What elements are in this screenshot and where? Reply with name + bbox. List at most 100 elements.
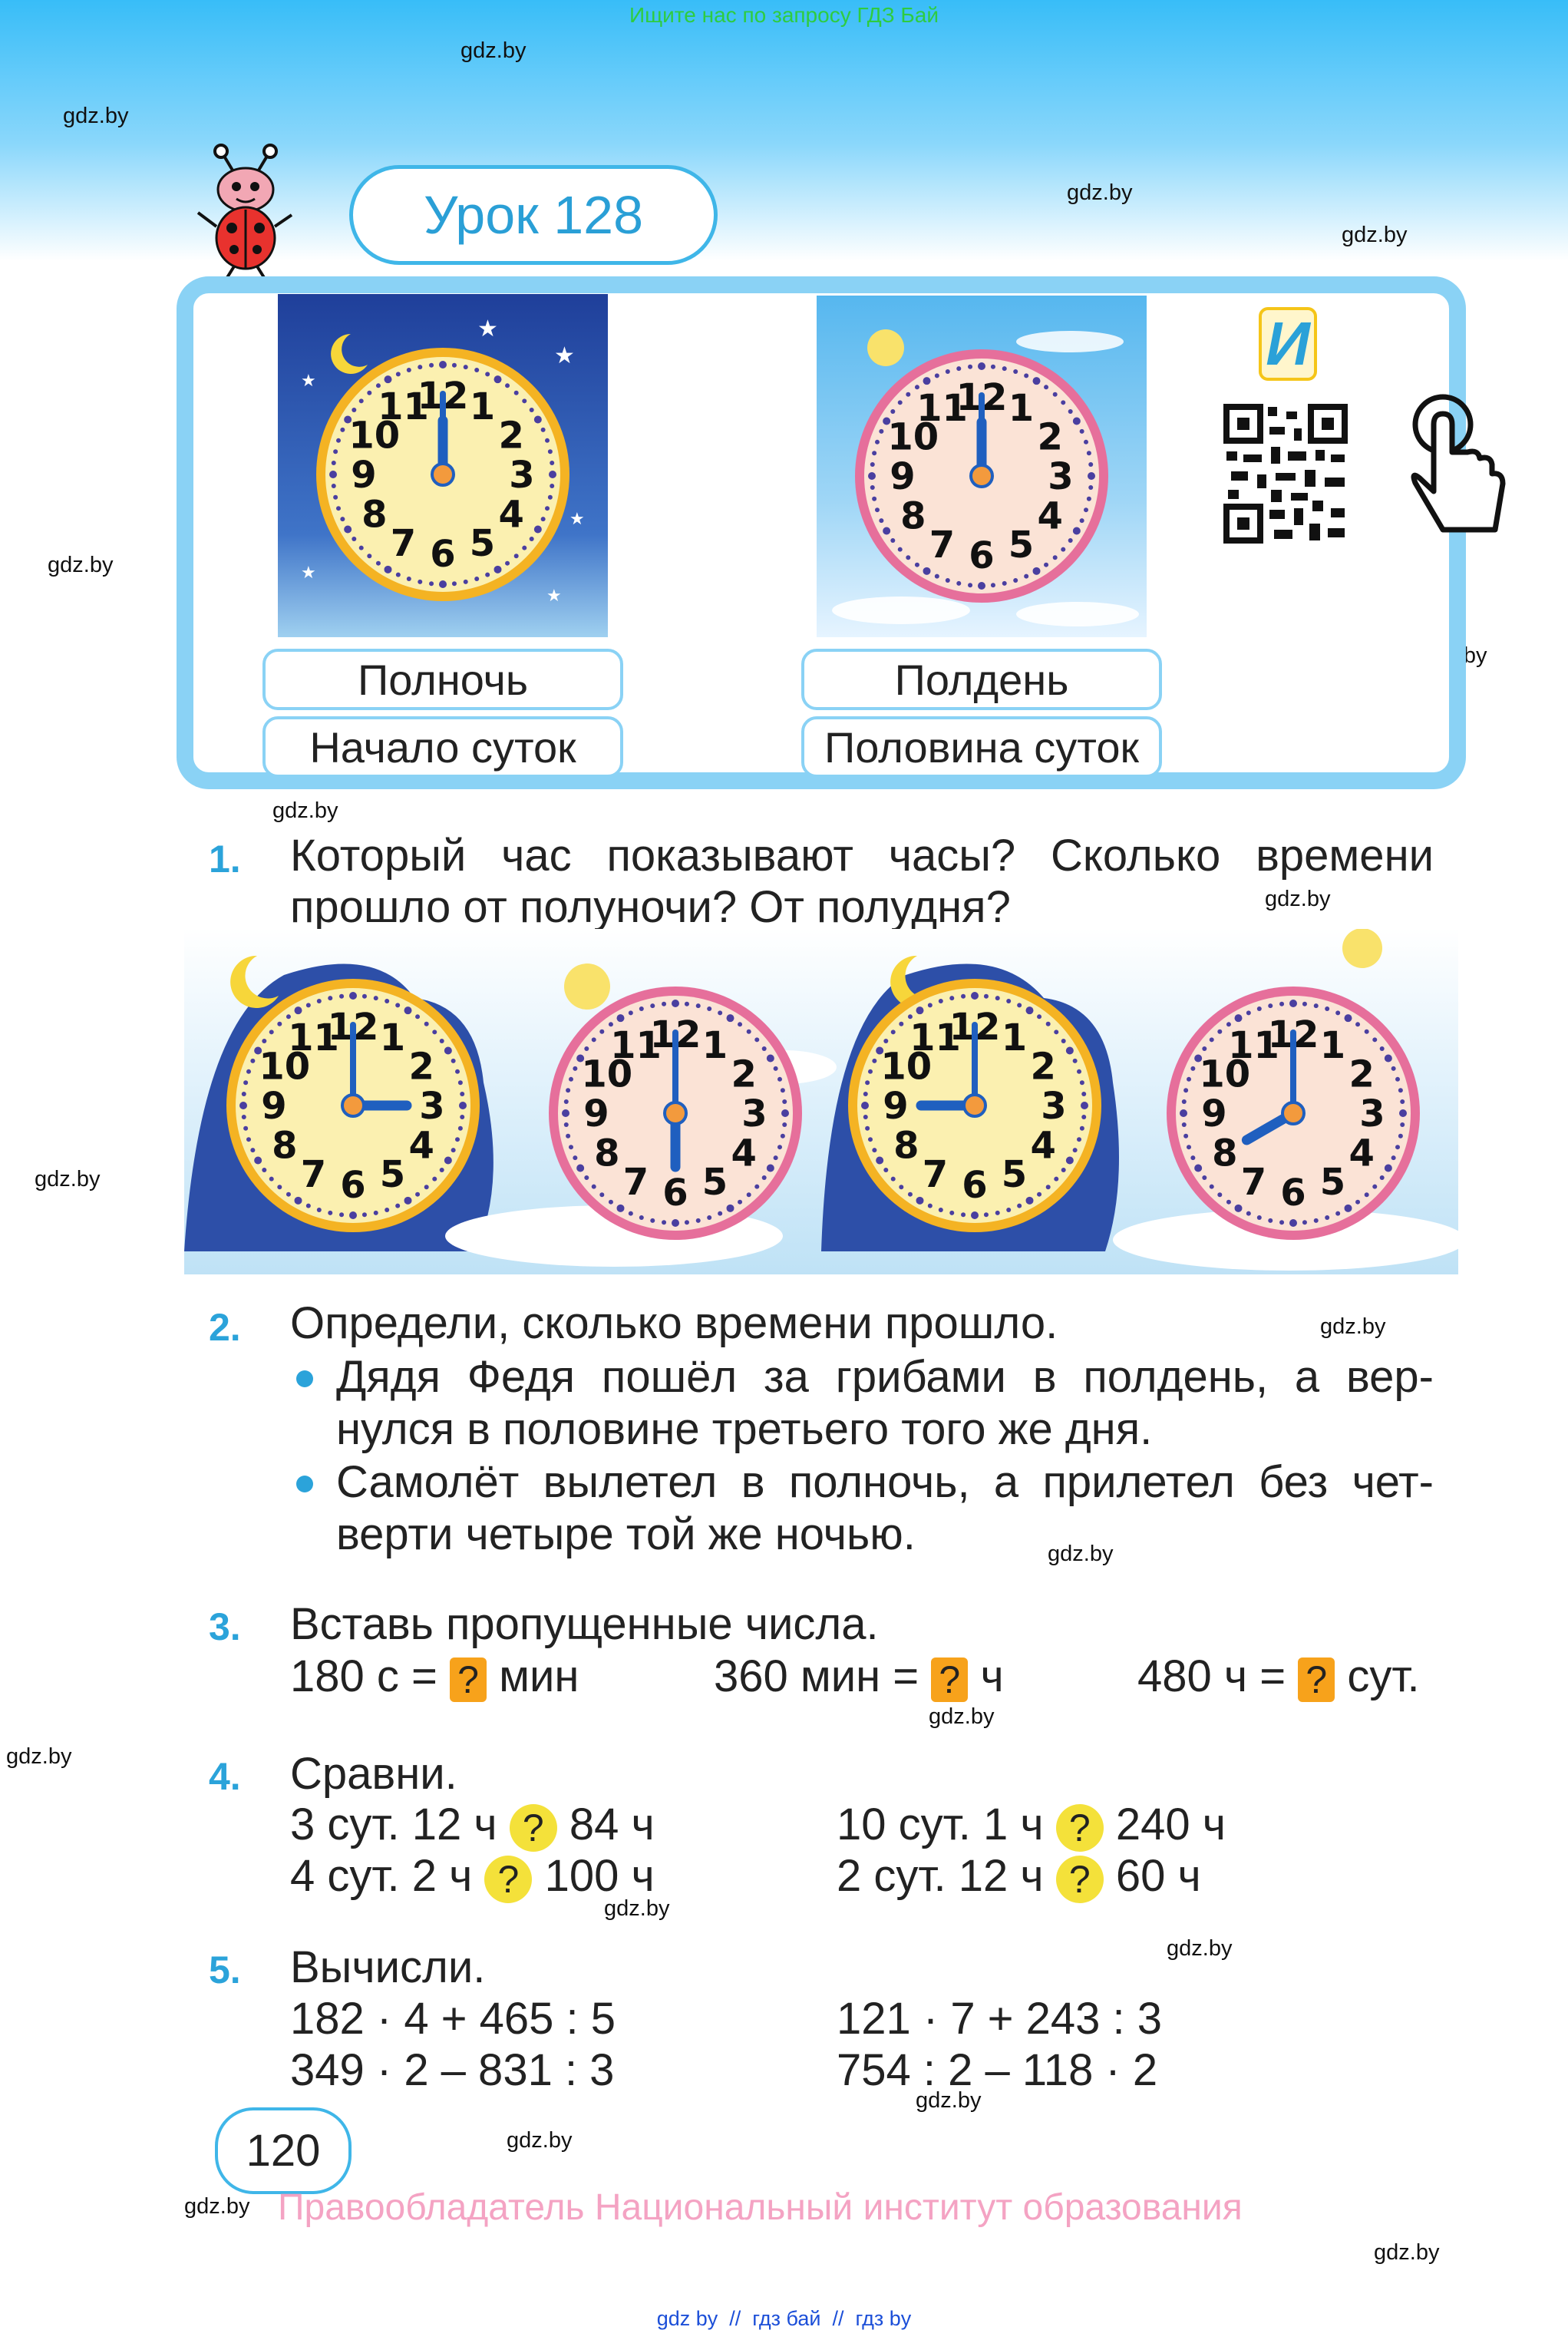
clock-center [663,1101,688,1125]
clock-numeral: 9 [261,1085,286,1128]
task3-eq3: 480 ч = ? сут. [1137,1651,1420,1702]
task4-row2: 4 сут. 2 ч ? 100 ч [290,1850,655,1903]
clock-numeral: 8 [361,494,387,537]
clock-numeral: 11 [610,1024,662,1067]
moon-icon [230,955,279,1008]
clock-center [1281,1101,1306,1125]
task1-clocks: 121234567891011 121234567891011 12123456… [184,929,1458,1271]
task-number: 2. [209,1306,241,1349]
clock-numeral: 9 [890,455,915,498]
clock-numeral: 2 [498,415,523,458]
clock-numeral: 1 [1320,1024,1345,1067]
qr-code-icon[interactable] [1220,401,1351,547]
copyright-notice: Правообладатель Национальный институт об… [278,2187,1243,2228]
compare-left: 3 сут. 12 ч [290,1800,497,1849]
missing-number-box[interactable]: ? [931,1657,969,1702]
clock-numeral: 7 [391,522,416,565]
star-icon: ★ [301,371,316,390]
watermark: gdz.by [6,1744,72,1769]
clock-numeral: 6 [969,534,994,577]
missing-number-box[interactable]: ? [450,1657,487,1702]
watermark: gdz.by [1265,887,1331,911]
label-noon: Полдень [801,649,1162,710]
task2-title: Определи, сколько времени прошло. [290,1298,1058,1348]
watermark: gdz.by [1320,1314,1386,1339]
clock-numeral: 9 [883,1085,908,1128]
clock-numeral: 2 [408,1046,434,1089]
task-number: 5. [209,1948,241,1991]
clock-numeral: 8 [1212,1132,1237,1175]
task-number: 1. [209,838,241,881]
clock-numeral: 8 [900,495,926,538]
clock-numeral: 6 [962,1164,987,1207]
task3-eq2: 360 мин = ? ч [714,1651,1004,1702]
label-midnight: Полночь [262,649,623,710]
compare-sign-circle[interactable]: ? [1055,1855,1104,1903]
ladybug-mascot-icon [196,144,293,280]
noon-clock: 121234567891011 [832,329,1139,626]
clock-numeral: 8 [594,1132,619,1175]
clock-numeral: 6 [430,533,455,576]
clock-numeral: 9 [583,1092,609,1135]
clock-numeral: 5 [1320,1161,1345,1204]
clock-numeral: 5 [380,1153,405,1196]
clock-numeral: 8 [272,1125,297,1168]
task-number: 4. [209,1755,241,1798]
clock-numeral: 10 [581,1053,632,1096]
clock-numeral: 2 [731,1053,756,1096]
clock-numeral: 11 [916,387,968,430]
interactive-badge-icon[interactable]: И [1259,307,1317,381]
missing-number-box[interactable]: ? [1298,1657,1335,1702]
task4-title: Сравни. [290,1749,457,1799]
clock-numeral: 7 [1241,1161,1266,1204]
star-icon: ★ [477,316,498,342]
clock-numeral: 3 [741,1092,767,1135]
clock-numeral: 4 [1348,1132,1374,1175]
sun-icon [1342,929,1382,968]
label-half-day: Половина суток [801,716,1162,778]
sun-icon [564,963,610,1010]
watermark: gdz.by [507,2128,573,2153]
clock-numeral: 11 [378,385,429,428]
task1-line1: Который час показывают часы? Сколько вре… [290,831,1434,881]
top-note[interactable]: Ищите нас по запросу ГДЗ Бай [629,3,939,27]
noon-clock-panel: 121234567891011 [817,296,1147,637]
clock-numeral: 6 [1280,1172,1306,1215]
compare-sign-circle[interactable]: ? [1055,1803,1104,1852]
clock-numeral: 5 [1008,524,1034,567]
task3-eq1: 180 с = ? мин [290,1651,579,1702]
clock-center [962,1093,987,1118]
watermark: gdz.by [604,1896,670,1921]
task-number: 3. [209,1605,241,1648]
watermark: gdz.by [272,798,338,823]
task4-row4: 2 сут. 12 ч ? 60 ч [837,1850,1201,1903]
clock-numeral: 7 [623,1161,649,1204]
watermark: gdz.by [460,38,527,63]
clock-numeral: 3 [509,454,534,497]
eq-left: 180 с = [290,1651,437,1701]
compare-right: 60 ч [1115,1851,1201,1901]
clock-numeral: 11 [1228,1024,1279,1067]
clock-numeral: 4 [498,494,523,537]
clock-numeral: 5 [470,522,495,565]
clock-numeral: 4 [408,1125,434,1168]
clock-numeral: 10 [887,416,939,459]
watermark: gdz.by [929,1704,995,1729]
clock-numeral: 10 [880,1046,932,1089]
watermark: gdz.by [1374,2240,1440,2265]
clock-numeral: 11 [909,1016,961,1059]
compare-sign-circle[interactable]: ? [509,1803,557,1852]
clock-numeral: 3 [1359,1092,1385,1135]
clock-numeral: 6 [662,1172,688,1215]
task2-bullet1-line1: Дядя Федя пошёл за грибами в полдень, а … [336,1352,1434,1402]
task5-expr: 121 · 7 + 243 : 3 [837,1994,1163,2044]
footer-links[interactable]: gdz by // гдз бай // гдз by [656,2307,912,2330]
label-day-start: Начало суток [262,716,623,778]
task5-expr: 182 · 4 + 465 : 5 [290,1994,616,2044]
watermark: gdz.by [63,104,129,128]
midnight-clock-panel: ★ ★ ★ ★ ★ ★ 121234567891011 [278,294,608,637]
moon-icon [890,955,939,1008]
compare-sign-circle[interactable]: ? [484,1855,533,1903]
lesson-title: Урок 128 [349,165,718,265]
watermark: gdz.by [184,2194,250,2219]
